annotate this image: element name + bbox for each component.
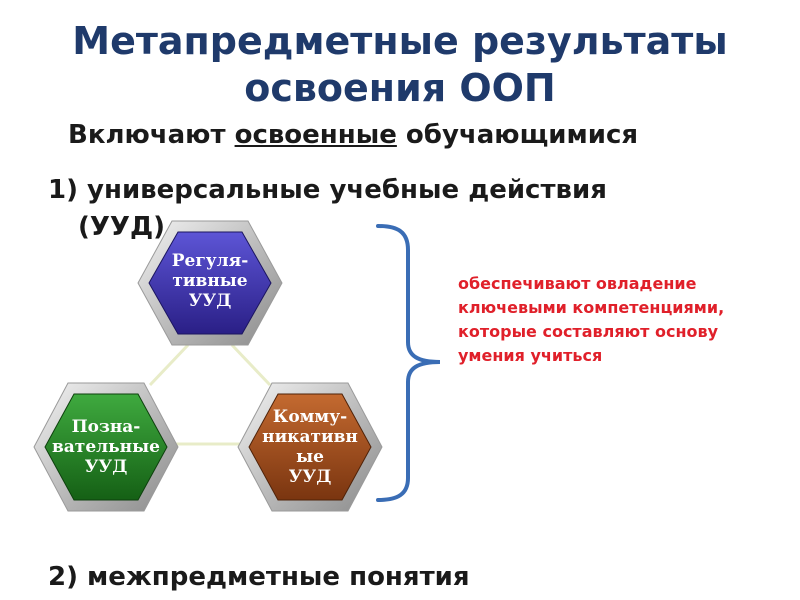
subtitle: Включают освоенные обучающимися xyxy=(68,120,638,150)
subtitle-underlined-word: освоенные xyxy=(234,120,397,150)
regulative-uud-label: Регуля- тивные УУД xyxy=(171,251,249,311)
title-line-2: освоения ООП xyxy=(244,66,556,110)
list-item-2: 2) межпредметные понятия xyxy=(48,562,470,592)
communicative-uud-hexagon xyxy=(237,382,383,512)
subtitle-prefix: Включают xyxy=(68,120,235,150)
competencies-note: обеспечивают овладение ключевыми компете… xyxy=(458,274,725,365)
cognitive-uud-label: Позна- вательные УУД xyxy=(51,417,160,477)
cognitive-uud-hexagon xyxy=(33,382,179,512)
title-line-1: Метапредметные результаты xyxy=(72,19,728,63)
regulative-uud-hexagon xyxy=(137,220,283,346)
page-title: Метапредметные результаты освоения ООП xyxy=(0,18,800,112)
subtitle-suffix: обучающимися xyxy=(396,120,639,150)
list-item-1-line-2: (УУД) xyxy=(78,212,166,242)
list-item-1-line-1: 1) универсальные учебные действия xyxy=(48,175,607,205)
curly-brace xyxy=(376,224,441,502)
communicative-uud-label: Комму- никативн ые УУД xyxy=(262,407,358,487)
